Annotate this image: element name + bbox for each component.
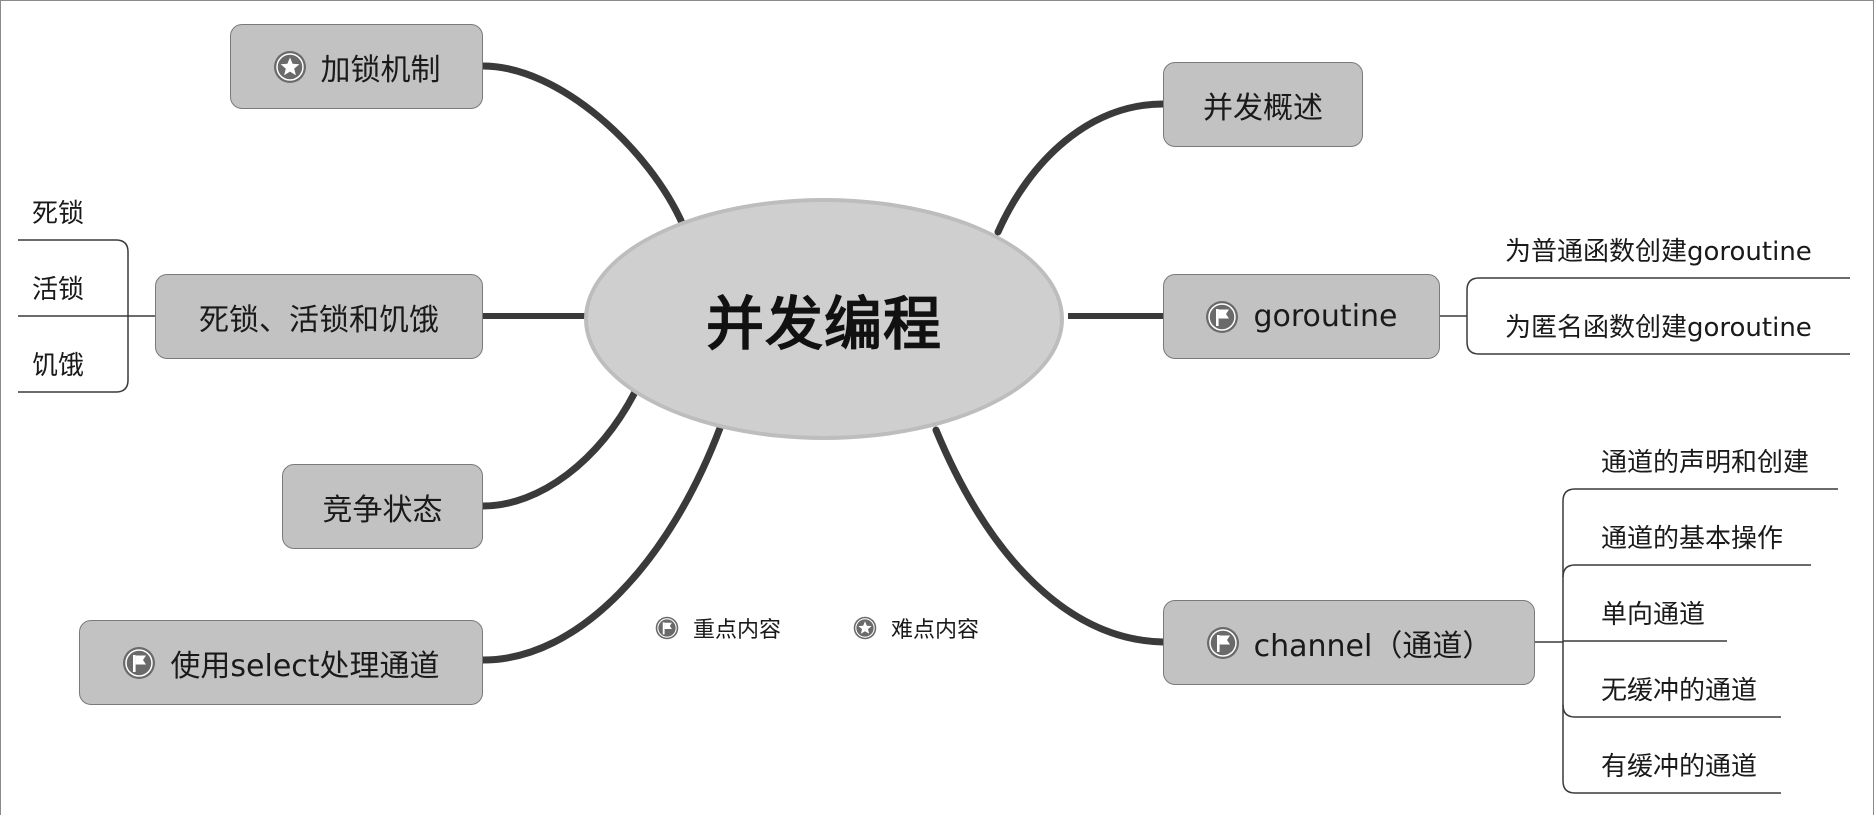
flag-icon [1206, 626, 1240, 660]
topic-deadlock-label: 死锁、活锁和饥饿 [199, 302, 439, 338]
flag-icon [655, 616, 679, 640]
topic-goroutine-label: goroutine [1253, 299, 1398, 334]
subtopic-channel-4[interactable]: 无缓冲的通道 [1601, 676, 1758, 706]
subtopic-channel-1[interactable]: 通道的声明和创建 [1601, 448, 1810, 478]
legend-difficult-points-label: 难点内容 [891, 618, 980, 643]
branch-race [479, 388, 639, 510]
topic-select[interactable]: 使用select处理通道 [79, 620, 483, 705]
flag-icon [1205, 300, 1239, 334]
legend-difficult-points: 难点内容 [853, 612, 979, 644]
subtopic-deadlock-3[interactable]: 饥饿 [32, 351, 85, 381]
branch-channel [932, 426, 1167, 646]
subtopic-channel-2[interactable]: 通道的基本操作 [1601, 524, 1784, 554]
topic-deadlock[interactable]: 死锁、活锁和饥饿 [155, 274, 483, 359]
legend-key-points-label: 重点内容 [693, 618, 782, 643]
deadlock-sub-bracket [18, 239, 155, 393]
flag-icon [122, 646, 156, 680]
branch-locking [479, 62, 687, 229]
star-icon [853, 616, 877, 640]
topic-goroutine[interactable]: goroutine [1163, 274, 1440, 359]
topic-select-label: 使用select处理通道 [170, 648, 440, 684]
topic-locking-label: 加锁机制 [320, 52, 441, 88]
topic-race[interactable]: 竞争状态 [282, 464, 483, 549]
subtopic-deadlock-1[interactable]: 死锁 [32, 199, 85, 229]
central-topic[interactable]: 并发编程 [584, 198, 1064, 440]
star-icon [273, 50, 307, 84]
subtopic-goroutine-1[interactable]: 为普通函数创建goroutine [1505, 237, 1812, 267]
topic-overview-label: 并发概述 [1203, 90, 1323, 126]
goroutine-sub-bracket [1440, 277, 1850, 355]
branch-overview [994, 100, 1167, 236]
topic-channel[interactable]: channel（通道） [1163, 600, 1535, 685]
topic-race-label: 竞争状态 [322, 492, 443, 528]
subtopic-deadlock-2[interactable]: 活锁 [32, 275, 85, 305]
subtopic-channel-3[interactable]: 单向通道 [1601, 600, 1706, 630]
central-topic-label: 并发编程 [705, 290, 942, 358]
topic-channel-label: channel（通道） [1253, 628, 1493, 664]
topic-overview[interactable]: 并发概述 [1163, 62, 1363, 147]
subtopic-goroutine-2[interactable]: 为匿名函数创建goroutine [1505, 313, 1812, 343]
subtopic-channel-5[interactable]: 有缓冲的通道 [1601, 752, 1758, 782]
topic-locking[interactable]: 加锁机制 [230, 24, 483, 109]
legend-key-points: 重点内容 [655, 612, 781, 644]
channel-sub-bracket [1535, 488, 1838, 794]
branch-select [479, 424, 724, 664]
